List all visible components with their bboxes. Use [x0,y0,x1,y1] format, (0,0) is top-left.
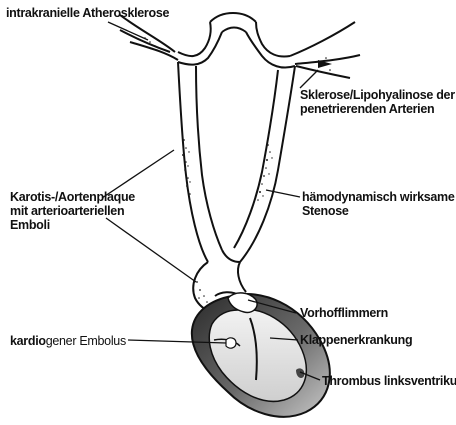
cerebral-arteries [120,13,360,262]
label-hemodynamic-stenosis: hämodynamisch wirksame Stenose [302,190,455,218]
label-intracranial-atherosclerosis: intrakranielle Atherosklerose [6,6,169,20]
label-cardiogenic-bold: kardio [10,334,46,348]
label-carotid-aortic-plaque: Karotis-/Aortenplaque mit arterioarterie… [10,190,135,232]
label-cardiogenic-embolus: kardiogener Embolus [10,334,126,348]
label-left-ventricular-thrombus: Thrombus linksventrikulär [322,374,456,388]
label-valve-disease: Klappenerkrankung [300,333,412,347]
aortic-plaque-stipple [196,281,208,303]
label-sclerosis-penetrating-arteries: Sklerose/Lipohyalinose der penetrierende… [300,88,455,116]
label-atrial-fibrillation: Vorhofflimmern [300,306,388,320]
label-cardiogenic-rest: gener Embolus [46,334,126,348]
